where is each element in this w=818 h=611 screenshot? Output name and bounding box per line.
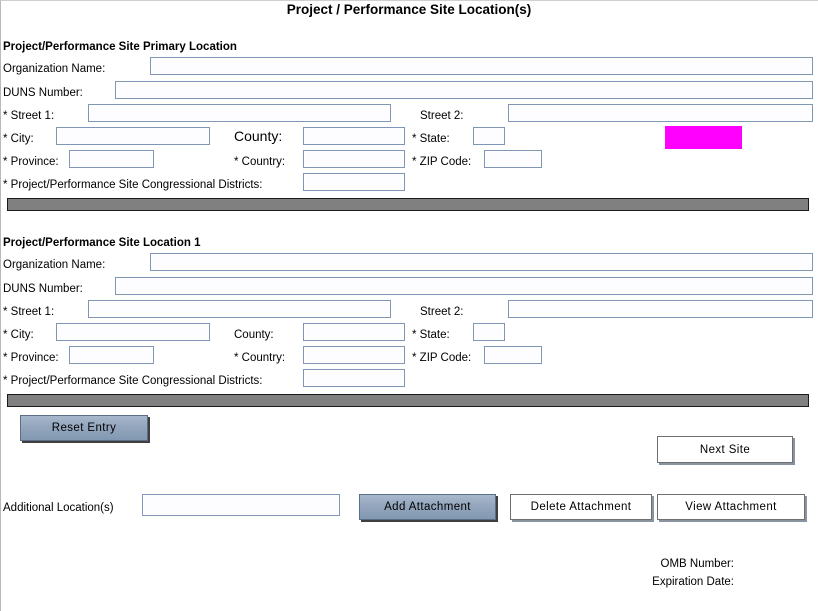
label-county-primary: County: [234,128,283,144]
label-street2-primary: Street 2: [420,110,464,122]
input-city-location-1[interactable] [56,323,210,341]
view-attachment-button[interactable]: View Attachment [657,494,805,520]
input-street2-location-1[interactable] [508,300,813,318]
label-county-location-1: County: [234,329,274,341]
highlight-swatch [665,126,742,149]
input-street2-primary[interactable] [508,104,813,122]
input-province-primary[interactable] [69,150,154,168]
input-additional-locations[interactable] [142,494,340,516]
input-congressional-districts-primary[interactable] [303,173,405,191]
page-title: Project / Performance Site Location(s) [286,2,532,17]
label-city-primary: * City: [3,133,34,145]
input-duns-number-location-1[interactable] [115,277,813,295]
omb-number-label: OMB Number: [660,558,735,570]
label-state-location-1: * State: [412,329,450,341]
label-city-location-1: * City: [3,329,34,341]
label-state-primary: * State: [412,133,450,145]
next-site-button[interactable]: Next Site [657,436,793,463]
input-county-primary[interactable] [303,127,405,145]
label-organization-name-primary: Organization Name: [3,63,106,75]
label-additional-locations: Additional Location(s) [3,502,114,514]
label-province-primary: * Province: [3,156,59,168]
input-organization-name-primary[interactable] [150,57,813,75]
label-street2-location-1: Street 2: [420,306,464,318]
label-duns-number-primary: DUNS Number: [3,87,83,99]
label-street1-primary: * Street 1: [3,110,55,122]
label-congressional-districts-primary: * Project/Performance Site Congressional… [3,179,263,191]
input-country-primary[interactable] [303,150,405,168]
input-country-location-1[interactable] [303,346,405,364]
input-province-location-1[interactable] [69,346,154,364]
input-state-primary[interactable] [473,127,505,145]
input-duns-number-primary[interactable] [115,81,813,99]
label-country-location-1: * Country: [234,352,286,364]
section-divider-2 [7,394,809,407]
expiration-date-label: Expiration Date: [652,576,734,588]
label-street1-location-1: * Street 1: [3,306,55,318]
label-zip-primary: * ZIP Code: [412,156,472,168]
input-city-primary[interactable] [56,127,210,145]
label-organization-name-location-1: Organization Name: [3,259,106,271]
delete-attachment-button[interactable]: Delete Attachment [510,494,652,520]
section-heading-location-1: Project/Performance Site Location 1 [3,237,201,249]
input-state-location-1[interactable] [473,323,505,341]
label-zip-location-1: * ZIP Code: [412,352,472,364]
section-divider-1 [7,198,809,211]
input-street1-location-1[interactable] [88,300,391,318]
input-street1-primary[interactable] [88,104,391,122]
label-province-location-1: * Province: [3,352,59,364]
reset-entry-button[interactable]: Reset Entry [20,415,148,441]
input-zip-location-1[interactable] [484,346,542,364]
input-congressional-districts-location-1[interactable] [303,369,405,387]
label-congressional-districts-location-1: * Project/Performance Site Congressional… [3,375,263,387]
section-heading-primary-location: Project/Performance Site Primary Locatio… [3,41,237,53]
input-organization-name-location-1[interactable] [150,253,813,271]
add-attachment-button[interactable]: Add Attachment [359,494,496,520]
label-duns-number-location-1: DUNS Number: [3,283,83,295]
label-country-primary: * Country: [234,156,286,168]
input-zip-primary[interactable] [484,150,542,168]
input-county-location-1[interactable] [303,323,405,341]
